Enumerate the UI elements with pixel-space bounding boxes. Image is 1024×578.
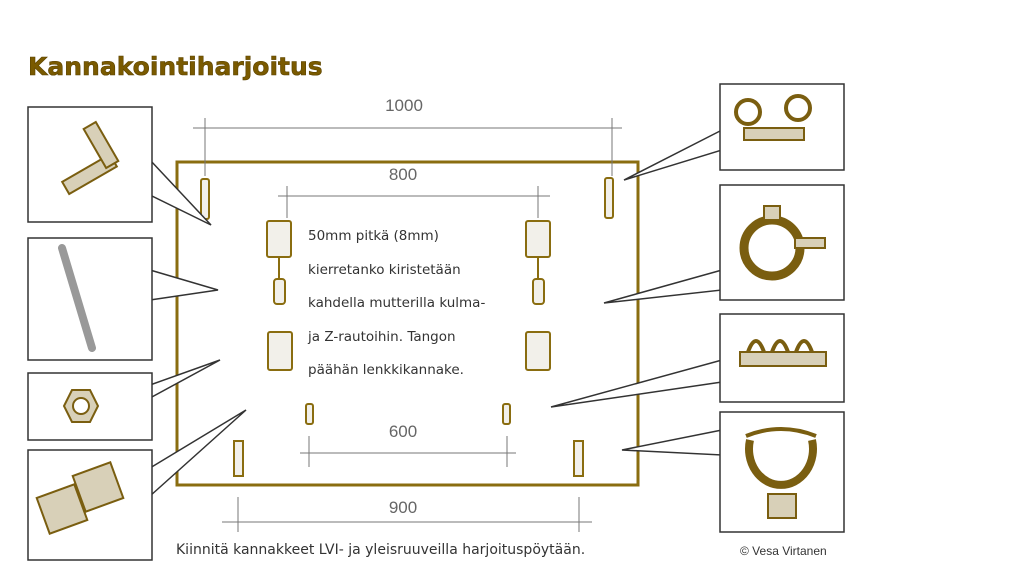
note-line: päähän lenkkikannake. xyxy=(308,362,464,378)
angle-bracket-icon xyxy=(60,120,120,196)
callout-threaded-rod xyxy=(27,237,219,361)
practice-board xyxy=(175,160,640,487)
dimension-600: 600 xyxy=(300,422,516,467)
instruction-note: 50mm pitkä (8mm) kierretanko kiristetään… xyxy=(307,228,485,378)
callout-pipe-rail-clip xyxy=(550,313,845,408)
note-line: kahdella mutterilla kulma- xyxy=(308,295,485,311)
threaded-rod-icon xyxy=(58,244,96,352)
pipe-clamp-icon xyxy=(739,205,826,281)
note-line: kierretanko kiristetään xyxy=(308,262,461,278)
rail-clip-icon xyxy=(739,339,827,367)
copyright: © Vesa Virtanen xyxy=(740,544,827,558)
callout-loop-hanger xyxy=(621,411,845,533)
callout-nut xyxy=(27,359,221,441)
double-clamp-icon xyxy=(734,94,812,141)
note-line: ja Z-rautoihin. Tangon xyxy=(307,329,456,345)
note-line: 50mm pitkä (8mm) xyxy=(308,228,439,244)
dimension-label: 900 xyxy=(389,498,417,517)
dimension-800: 800 xyxy=(278,165,550,218)
caption: Kiinnitä kannakkeet LVI- ja yleisruuveil… xyxy=(176,542,585,558)
hex-nut-icon xyxy=(62,389,100,423)
dimension-900: 900 xyxy=(222,497,592,532)
dimension-1000: 1000 xyxy=(193,96,622,176)
page-title: Kannakointiharjoitus xyxy=(28,52,323,81)
callout-pipe-clamp xyxy=(603,184,845,304)
callout-z-bracket xyxy=(27,409,247,561)
dimension-label: 800 xyxy=(389,165,417,184)
dimension-label: 600 xyxy=(389,422,417,441)
dimension-label: 1000 xyxy=(385,96,423,115)
callout-double-pipe-clamp xyxy=(623,83,845,181)
z-bracket-icon xyxy=(35,461,125,535)
loop-hanger-icon xyxy=(745,427,817,519)
callout-angle-bracket xyxy=(27,106,212,226)
board-parts xyxy=(200,177,614,477)
